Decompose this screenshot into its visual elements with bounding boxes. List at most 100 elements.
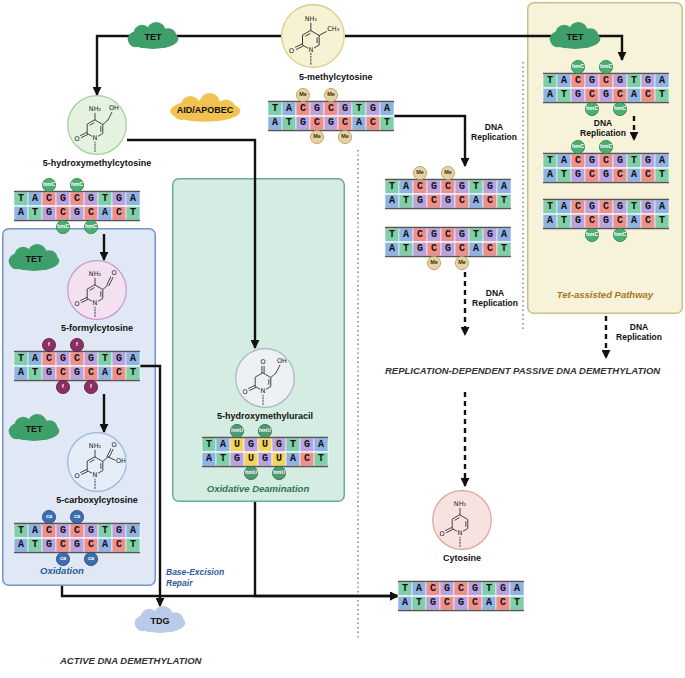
base-sequence: TACGCGTGA [14, 192, 144, 206]
chemical-bond [271, 373, 276, 378]
modification-mark: hmC [586, 106, 598, 112]
dna-backbone [14, 552, 140, 553]
modification-dot [613, 228, 626, 241]
modification-dot [338, 130, 351, 143]
atom-label: O [242, 389, 248, 396]
modification-dot [571, 60, 584, 73]
dna-strand: TACGCGTGAATGCGCACTMeMe [385, 166, 511, 222]
chemical-bond [103, 285, 108, 290]
section-divider [357, 150, 358, 640]
molecule-circle: CytosineNH₂ON [432, 490, 492, 550]
molecule-name: 5-formylcytosine [61, 323, 133, 333]
chemical-bond [317, 38, 318, 43]
molecule-circle: 5-methylcytosineNH₂CH₃ON [281, 4, 345, 68]
panel-shape [528, 3, 683, 314]
chemical-bond [319, 31, 327, 35]
structure-formula [81, 277, 113, 317]
cloud-shape [9, 244, 60, 271]
atom-label: N [308, 47, 314, 54]
atom-label: NH₂ [88, 443, 101, 450]
base-sequence: TACGCGTGA [385, 180, 515, 194]
process-label: DNA Replication [613, 322, 665, 342]
chemical-bond [268, 380, 269, 385]
molecule-structure [281, 4, 345, 68]
cloud-shape [135, 606, 186, 633]
modification-dot [84, 552, 97, 565]
atom-label: N [457, 530, 463, 537]
base-pair-divider [14, 206, 140, 207]
cloud-shape [41, 250, 58, 267]
modification-mark: Me [444, 170, 452, 176]
base-sequence: ATGCGCACT [14, 538, 144, 552]
dna-backbone [385, 208, 511, 209]
atom-label: OH [115, 458, 126, 465]
chemical-bond [249, 387, 255, 390]
modification-dot [296, 88, 309, 101]
process-label: Base-Excision Repair [166, 567, 236, 588]
chemical-bond [455, 518, 459, 520]
flow-arrow [633, 116, 635, 140]
chemical-bond [296, 46, 303, 49]
section-heading: ACTIVE DNA DEMETHYLATION [60, 656, 201, 667]
dna-backbone [202, 466, 328, 467]
molecule-structure [432, 490, 492, 550]
enzyme-label: TET [26, 254, 43, 264]
modification-mark: hmC [43, 182, 55, 188]
edge-label: DNA Replication [470, 122, 518, 142]
base-sequence: TACGCGTGA [14, 352, 144, 366]
molecule-circle: 5-formylcytosineNH₂OON [67, 260, 127, 320]
cloud-shape [550, 22, 601, 49]
base-pair-divider [543, 214, 669, 215]
chemical-bond [100, 464, 101, 469]
chemical-bond [103, 457, 108, 462]
modification-mark: f [62, 384, 64, 390]
chemical-bond [81, 299, 87, 302]
modification-dot [70, 178, 83, 191]
dna-backbone [543, 228, 669, 229]
base-sequence: ATGCGCACT [268, 116, 398, 130]
cloud-shape [128, 32, 144, 48]
modification-dot [70, 338, 83, 351]
chemical-bond [90, 460, 94, 462]
enzyme-label: TET [567, 32, 584, 42]
base-sequence: ATGCGCACT [543, 214, 673, 228]
base-sequence: TACGCGTGA [543, 200, 673, 214]
structure-formula [81, 112, 112, 152]
base-sequence: TACGCGTGA [385, 228, 515, 242]
molecule-name: 5-methylcytosine [299, 72, 373, 82]
enzyme-cloud: AID/APOBEC [168, 93, 243, 123]
base-pair-divider [14, 538, 140, 539]
flow-arrow [255, 502, 398, 596]
panel-shape [3, 229, 156, 586]
atom-label: N [260, 388, 266, 395]
atom-label: N [92, 300, 98, 307]
modification-dot [258, 424, 271, 437]
molecule-name: 5-hydroxymethyluracil [217, 411, 313, 421]
modification-mark: hmC [614, 232, 626, 238]
molecule-outline [68, 261, 127, 320]
dna-strand: TACGCGTGAATGCGCACThmChmC [543, 140, 669, 196]
modification-mark: hmC [57, 224, 69, 230]
section-divider [522, 62, 523, 330]
dna-strand: TAUGUGTGAATGUGUACThmUhmUhmUhmU [202, 424, 328, 480]
dna-strand: TACGCGTGAATGCGCACTffff [14, 338, 140, 394]
chemical-bond [95, 113, 96, 120]
base-pair-divider [14, 366, 140, 367]
chemical-bond [81, 471, 87, 474]
modification-dot [599, 140, 612, 153]
modification-mark: f [76, 342, 78, 348]
chemical-bond [107, 449, 111, 457]
panel-title: Oxidation [40, 566, 84, 577]
pathway-panel: Tet-assisted PathwayTETTACGCGTGAATGCGCAC… [527, 2, 683, 314]
modification-dot [244, 466, 257, 479]
structure-formula [249, 365, 280, 405]
dna-strand: TACGCGTGAATGCGCACThmChmC [543, 186, 669, 242]
dna-strand-graphic [398, 568, 524, 624]
dna-backbone [543, 182, 669, 183]
chemical-bond [108, 112, 112, 120]
atom-label: O [260, 359, 266, 366]
modification-mark: f [90, 384, 92, 390]
dna-backbone [398, 610, 524, 611]
dna-strand-graphic [543, 186, 669, 242]
atom-label: N [92, 472, 98, 479]
